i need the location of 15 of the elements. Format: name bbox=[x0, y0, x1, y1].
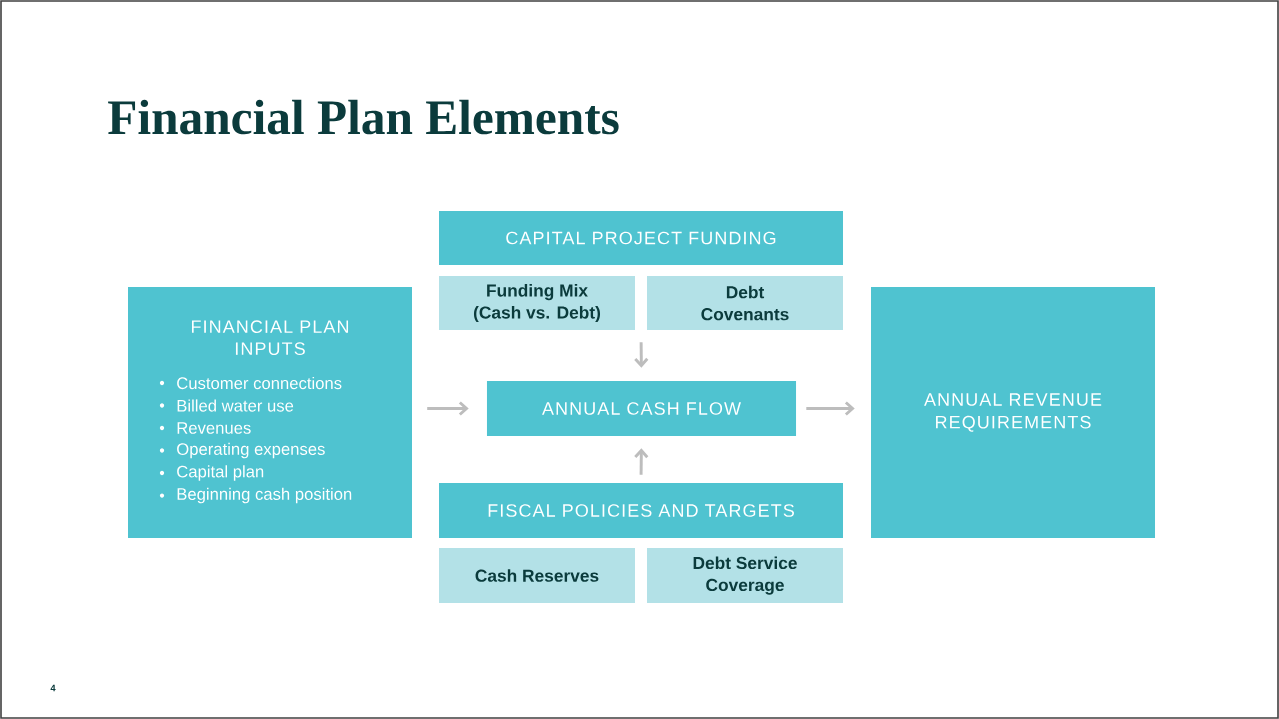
process-box: CAPITAL PROJECT FUNDING bbox=[439, 211, 843, 265]
page-number: 4 bbox=[50, 684, 56, 692]
input-box: FINANCIAL PLAN INPUTS Customer connections Billed water use Revenues Operating expenses Capital plan Beginning cash position bbox=[128, 287, 412, 538]
detail-box: Funding Mix (Cash vs. Debt) bbox=[439, 276, 635, 330]
detail-box: Debt Covenants bbox=[647, 276, 843, 330]
arrow bbox=[806, 401, 855, 416]
arrow bbox=[634, 342, 649, 368]
title: Financial Plan Elements bbox=[108, 99, 619, 135]
detail-box: Debt Service Coverage bbox=[647, 548, 843, 603]
arrow bbox=[634, 448, 649, 475]
process-box: ANNUAL CASH FLOW bbox=[486, 381, 797, 436]
process-box: FISCAL POLICIES AND TARGETS bbox=[439, 483, 843, 538]
detail-box: Cash Reserves bbox=[439, 548, 635, 603]
arrow bbox=[427, 401, 469, 416]
process-box: ANNUAL REVENUE REQUIREMENTS bbox=[871, 287, 1155, 538]
